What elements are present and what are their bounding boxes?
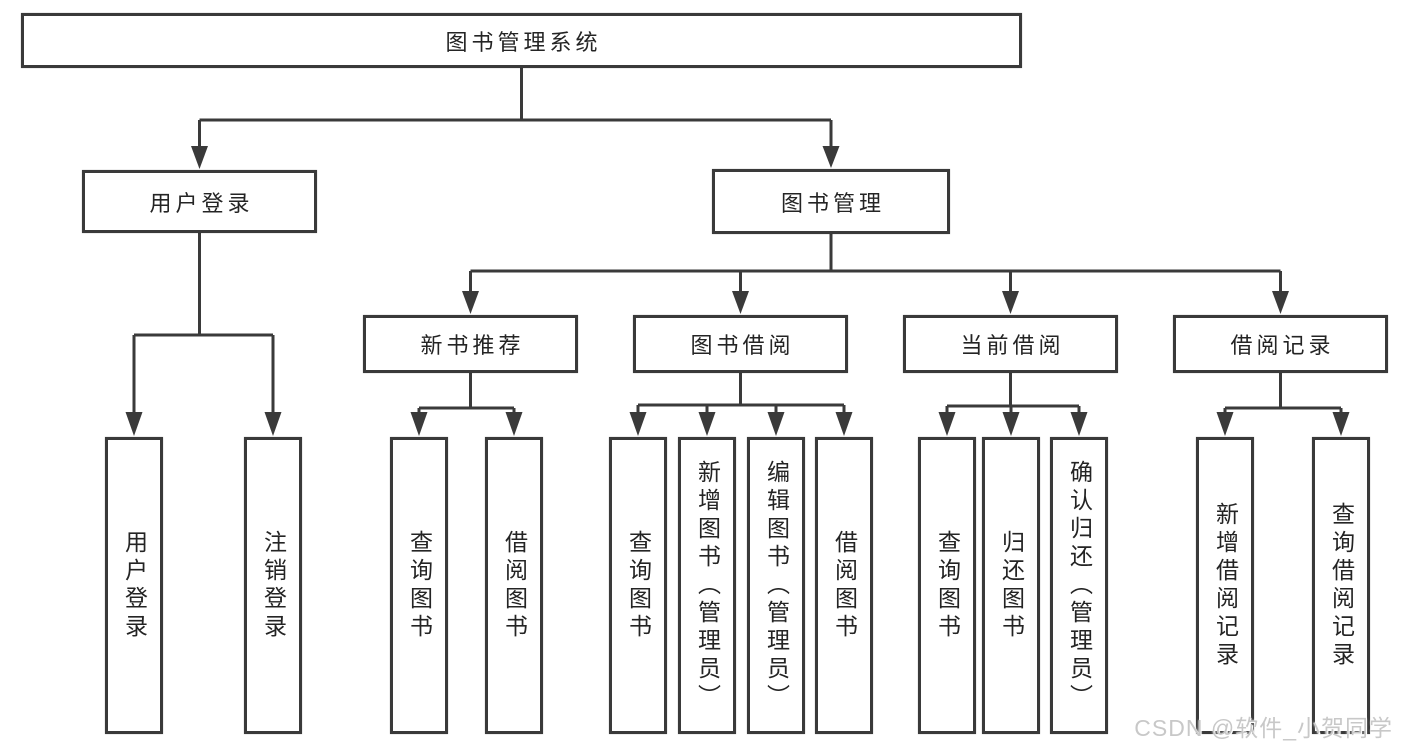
leaf-label: 查询借阅记录 [1328,501,1355,670]
node-new-book-recommend: 新书推荐 [363,315,578,373]
leaf-label: 查询图书 [625,529,652,642]
connector-records-to-leaves [1216,373,1350,436]
node-current-borrowing: 当前借阅 [903,315,1118,373]
leaf-query-books-recommend: 查询图书 [390,437,448,734]
connector-userlogin-to-leaves [125,233,282,436]
leaf-label: 注销登录 [260,529,287,642]
connector-root-to-level2 [191,68,840,169]
leaf-label: 借阅图书 [831,529,858,642]
node-borrowing-records: 借阅记录 [1173,315,1388,373]
leaf-label: 归还图书 [998,529,1025,642]
leaf-user-login: 用户登录 [105,437,163,734]
node-root: 图书管理系统 [21,13,1022,68]
leaf-confirm-return-admin: 确认归还（管理员） [1050,437,1108,734]
connector-borrowing-to-leaves [629,373,853,436]
leaf-label: 编辑图书（管理员） [763,459,790,712]
leaf-borrow-books: 借阅图书 [815,437,873,734]
leaf-label: 用户登录 [121,529,148,642]
node-user-login: 用户登录 [82,170,317,233]
leaf-label: 查询图书 [934,529,961,642]
leaf-query-books-borrowing: 查询图书 [609,437,667,734]
leaf-label: 新增图书（管理员） [694,459,721,712]
leaf-label: 借阅图书 [501,529,528,642]
leaf-edit-books-admin: 编辑图书（管理员） [747,437,805,734]
connector-bookmgmt-to-level3 [462,234,1289,314]
leaf-label: 确认归还（管理员） [1066,459,1093,712]
leaf-borrow-books-recommend: 借阅图书 [485,437,543,734]
leaf-return-books: 归还图书 [982,437,1040,734]
node-book-borrowing: 图书借阅 [633,315,848,373]
connector-newbook-to-leaves [410,373,523,436]
leaf-query-books-current: 查询图书 [918,437,976,734]
leaf-label: 查询图书 [406,529,433,642]
node-book-management: 图书管理 [712,169,950,234]
leaf-add-books-admin: 新增图书（管理员） [678,437,736,734]
leaf-query-borrow-record: 查询借阅记录 [1312,437,1370,734]
leaf-add-borrow-record: 新增借阅记录 [1196,437,1254,734]
connector-current-to-leaves [938,373,1088,436]
watermark: CSDN @软件_小贺同学 [1134,715,1393,741]
leaf-logout: 注销登录 [244,437,302,734]
leaf-label: 新增借阅记录 [1212,501,1239,670]
